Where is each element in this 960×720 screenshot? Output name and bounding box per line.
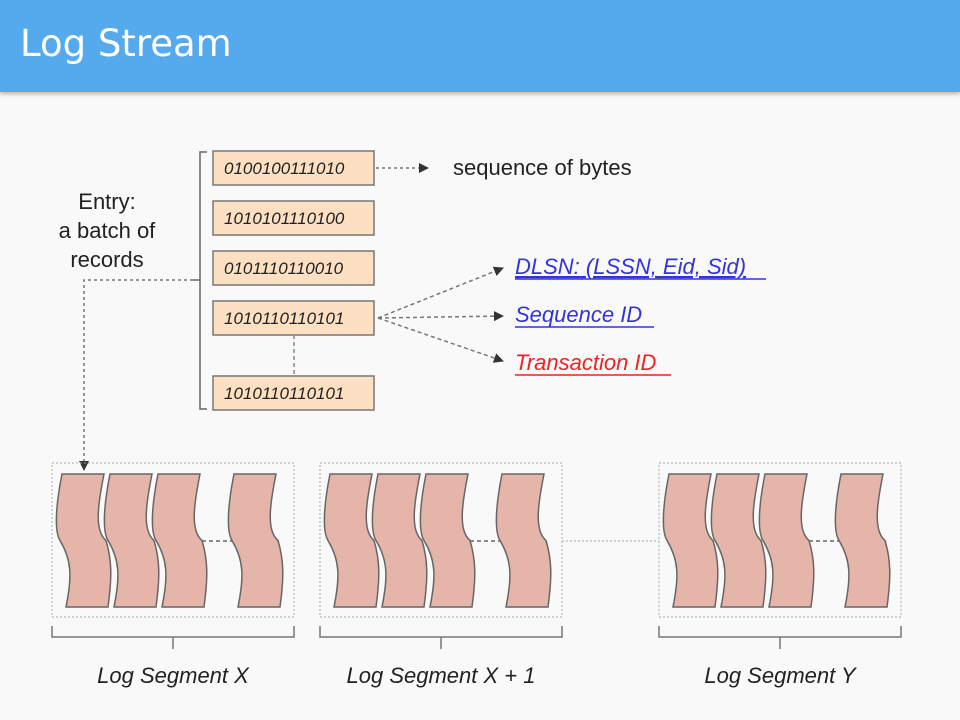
dlsn-arrow: [377, 266, 504, 319]
transaction-id-link[interactable]: Transaction ID: [515, 350, 657, 375]
record-box: 0101110110010: [212, 250, 375, 286]
log-segment: Log Segment Y: [658, 462, 902, 688]
record-bits: 0100100111010: [224, 159, 345, 178]
log-segment-box: [51, 462, 295, 618]
log-segment: Log Segment X: [51, 462, 295, 688]
log-segment-brace: [319, 626, 563, 649]
log-segment-label: Log Segment X + 1: [347, 663, 536, 688]
log-entry: [710, 473, 767, 608]
page-title: Log Stream: [20, 22, 232, 65]
records-group: 0100100111010 1010101110100 010111011001…: [212, 150, 375, 411]
record-bits: 1010110110101: [224, 384, 344, 403]
log-entry: [323, 473, 380, 608]
log-entry: [495, 473, 552, 608]
log-segment: Log Segment X + 1: [319, 462, 563, 688]
entry-label-line-2: a batch of: [59, 218, 157, 243]
entry-pointer-line: [79, 279, 193, 471]
entry-label-line-1: Entry:: [78, 189, 135, 214]
log-entry: [227, 473, 284, 608]
log-segment-label: Log Segment Y: [704, 663, 857, 688]
record-bits: 1010101110100: [224, 209, 345, 228]
log-entry: [758, 473, 815, 608]
log-segment-box: [658, 462, 902, 618]
log-segment-brace: [658, 626, 902, 649]
entry-brace: [193, 151, 207, 410]
record-box: 1010101110100: [212, 200, 375, 236]
transaction-id-arrow: [377, 317, 504, 363]
record-box: 1010110110101: [212, 375, 375, 411]
log-segment-box: [319, 462, 563, 618]
entry-label-line-3: records: [70, 247, 143, 272]
log-entry: [662, 473, 719, 608]
log-entry: [371, 473, 428, 608]
log-segment-brace: [51, 626, 295, 649]
log-entry: [151, 473, 208, 608]
bytes-label: sequence of bytes: [453, 155, 632, 180]
log-entry: [103, 473, 160, 608]
sequence-id-arrow: [377, 311, 504, 322]
record-box: 0100100111010: [212, 150, 375, 186]
log-entry: [834, 473, 891, 608]
log-segment-label: Log Segment X: [97, 663, 250, 688]
log-entry: [419, 473, 476, 608]
record-bits: 0101110110010: [224, 259, 344, 278]
dlsn-link[interactable]: DLSN: (LSSN, Eid, Sid): [515, 254, 746, 279]
header-bar: Log Stream: [0, 0, 960, 92]
sequence-id-link[interactable]: Sequence ID: [515, 302, 642, 327]
log-entry: [55, 473, 112, 608]
record-box: 1010110110101: [212, 300, 375, 336]
record-bits: 1010110110101: [224, 309, 344, 328]
